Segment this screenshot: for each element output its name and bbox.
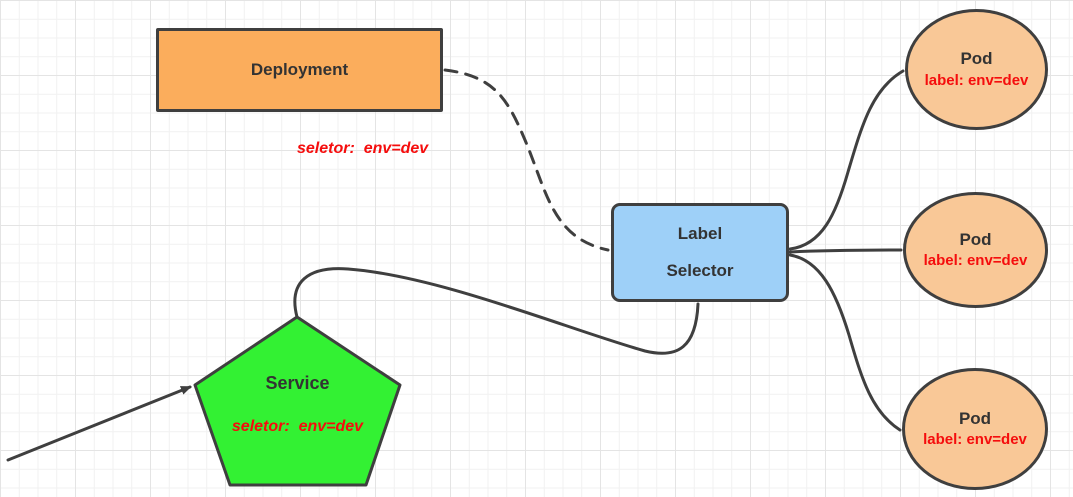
service-selector-text: seletor: env=dev [231,418,364,435]
edge-arrow-to-service [6,385,192,462]
pod-2-label: label: env=dev [923,252,1028,270]
pod-1-title: Pod [960,49,993,69]
pod-3-title: Pod [958,408,992,428]
deployment-label: Deployment [250,60,349,79]
pod-node-1: Pod label: env=dev [905,9,1048,130]
pod-2-title: Pod [959,229,992,249]
label-selector-line2: Selector [666,261,734,281]
edge-deployment-to-selector [443,68,610,252]
edge-selector-to-pod-1 [788,69,905,251]
label-selector-node: Label Selector [611,203,789,302]
edge-selector-to-pod-2 [788,248,903,254]
edge-service-to-selector [293,267,700,355]
pod-1-label: label: env=dev [924,71,1029,89]
deployment-selector-text: seletor: env=dev [297,140,429,157]
label-selector-line1: Label [677,223,723,243]
edge-selector-to-pod-3 [788,253,902,432]
pod-node-3: Pod label: env=dev [902,368,1048,490]
deployment-node: Deployment [156,28,443,112]
service-label: Service [265,373,330,393]
pod-3-label: label: env=dev [923,431,1027,449]
service-pentagon-shape [193,315,402,487]
pod-node-2: Pod label: env=dev [903,192,1048,308]
